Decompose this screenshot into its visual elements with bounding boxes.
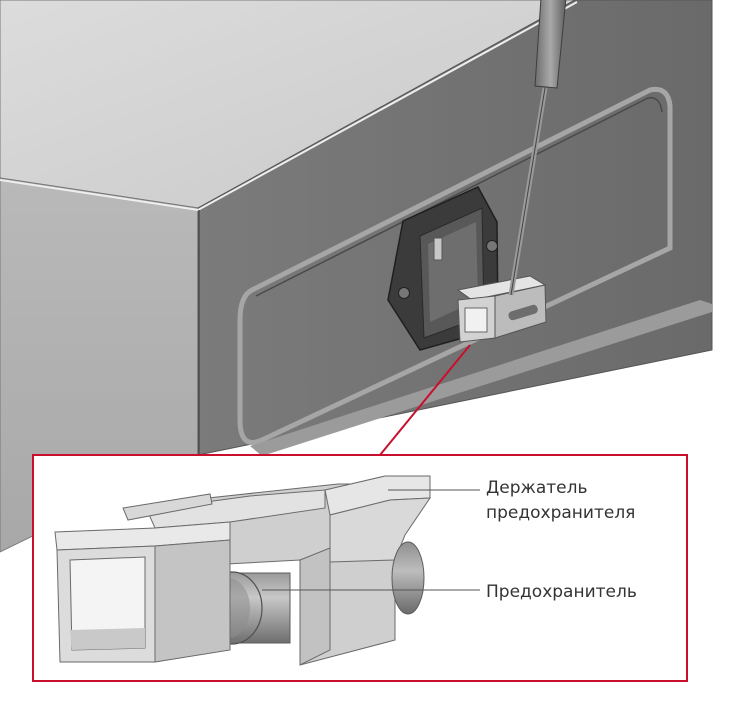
screwdriver-handle [534, 0, 567, 89]
detail-top-tab [122, 493, 213, 521]
drawer-slot [508, 304, 538, 321]
recessed-panel-shadow [255, 97, 663, 297]
detail-clip-leg [299, 547, 331, 666]
fuse-holder-small [456, 275, 547, 343]
detail-front-box-inner-wall [70, 628, 145, 650]
inlet-screw-left-icon [398, 287, 410, 299]
fuse-holder-detail [54, 475, 431, 666]
fuse-label: Предохранитель [486, 582, 637, 602]
recessed-panel-outline [237, 86, 673, 445]
screwdriver-icon [508, 0, 567, 296]
detail-fuse-rear-cap [391, 541, 425, 615]
drawer-window [464, 307, 488, 333]
fuse-holder-label-line2: предохранителя [486, 503, 636, 523]
detail-front-box-side [154, 539, 231, 663]
inlet-screw-right-icon [486, 240, 498, 252]
enclosure-edge-highlight [0, 1, 578, 212]
detail-leader-line [379, 344, 471, 456]
screwdriver-shaft-outline [510, 87, 546, 296]
bottom-strip [250, 300, 712, 456]
fuse-holder-label: Держатель предохранителя [486, 476, 635, 526]
inlet-pin [433, 237, 443, 261]
fuse-holder-label-line1: Держатель [486, 478, 588, 498]
